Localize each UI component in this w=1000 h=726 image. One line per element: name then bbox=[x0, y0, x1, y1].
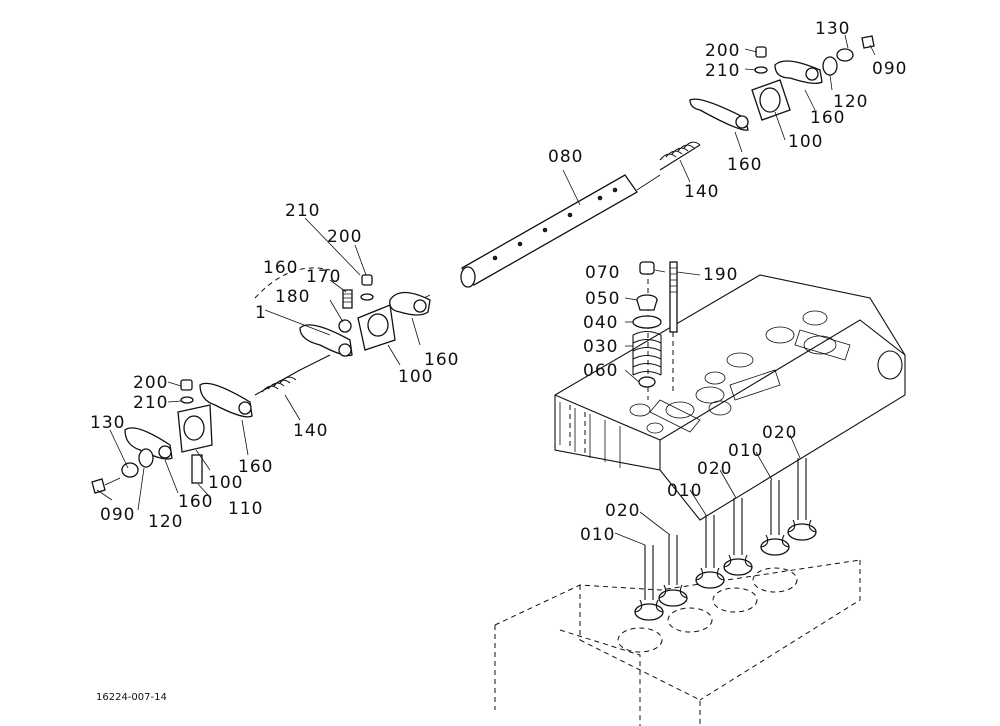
nut-200-middle bbox=[361, 274, 373, 286]
leader-lines bbox=[96, 34, 876, 546]
rocker-set-lower-left bbox=[91, 354, 331, 494]
engine-block bbox=[494, 559, 861, 726]
label-130-right: 130 bbox=[815, 19, 850, 39]
valve-010-b bbox=[695, 515, 725, 589]
label-160-left-2: 160 bbox=[178, 492, 213, 512]
rocker-arm-160-upper bbox=[689, 98, 749, 131]
bolt-090-upper bbox=[861, 35, 875, 49]
label-020-b: 020 bbox=[697, 459, 732, 479]
label-120-left: 120 bbox=[148, 512, 183, 532]
label-010-c: 010 bbox=[728, 441, 763, 461]
washer-130-lower bbox=[121, 462, 139, 478]
label-1: 1 bbox=[255, 303, 267, 323]
label-040: 040 bbox=[583, 313, 618, 333]
valve-spring-stack bbox=[632, 261, 678, 400]
spring-140-lower bbox=[261, 376, 297, 393]
label-200-left: 200 bbox=[133, 373, 168, 393]
label-100-left: 100 bbox=[208, 473, 243, 493]
washer-210-lower bbox=[180, 396, 194, 404]
label-160-right-2: 160 bbox=[727, 155, 762, 175]
stem-seal-060 bbox=[638, 376, 656, 388]
label-130-left: 130 bbox=[90, 413, 125, 433]
cylinder-head bbox=[554, 274, 906, 521]
label-200-middle: 200 bbox=[327, 227, 362, 247]
label-080: 080 bbox=[548, 147, 583, 167]
valve-020-a bbox=[658, 535, 688, 607]
label-180: 180 bbox=[275, 287, 310, 307]
label-050: 050 bbox=[585, 289, 620, 309]
valve-020-c bbox=[787, 458, 817, 541]
spring-seat-040 bbox=[632, 315, 662, 329]
pin-110 bbox=[191, 454, 203, 484]
nut-200-lower bbox=[180, 379, 193, 391]
washer-130-upper bbox=[836, 48, 854, 62]
label-100-right: 100 bbox=[788, 132, 823, 152]
label-010-b: 010 bbox=[667, 481, 702, 501]
label-210-middle: 210 bbox=[285, 201, 320, 221]
valve-010-c bbox=[760, 480, 790, 556]
stud-190 bbox=[669, 261, 678, 333]
label-090-right: 090 bbox=[872, 59, 907, 79]
washer-210-middle bbox=[360, 293, 374, 301]
label-110: 110 bbox=[228, 499, 263, 519]
label-160-left-1: 160 bbox=[238, 457, 273, 477]
label-210-left: 210 bbox=[133, 393, 168, 413]
nut-180 bbox=[338, 319, 352, 333]
nut-200-upper bbox=[755, 46, 767, 58]
valve-010-a bbox=[634, 545, 664, 621]
label-020-c: 020 bbox=[762, 423, 797, 443]
label-190: 190 bbox=[703, 265, 738, 285]
rocker-set-upper-right bbox=[659, 35, 875, 171]
label-030: 030 bbox=[583, 337, 618, 357]
label-200-right: 200 bbox=[705, 41, 740, 61]
label-100-middle: 100 bbox=[398, 367, 433, 387]
washer-120-upper bbox=[822, 56, 838, 76]
bolt-090-lower bbox=[91, 478, 106, 494]
spring-140-upper bbox=[659, 141, 701, 161]
label-170: 170 bbox=[306, 267, 341, 287]
label-210-right: 210 bbox=[705, 61, 740, 81]
label-020-a: 020 bbox=[605, 501, 640, 521]
label-060: 060 bbox=[583, 361, 618, 381]
label-010-a: 010 bbox=[580, 525, 615, 545]
valves bbox=[634, 458, 817, 621]
label-070: 070 bbox=[585, 263, 620, 283]
valve-cap-070 bbox=[639, 261, 655, 275]
figure-code: 16224-007-14 bbox=[96, 692, 167, 703]
label-160-middle-2: 160 bbox=[424, 350, 459, 370]
part-labels: 200 210 130 090 120 160 100 160 140 080 … bbox=[90, 19, 907, 703]
washer-120-lower bbox=[138, 448, 154, 468]
rocker-shaft-080 bbox=[409, 174, 661, 306]
label-160-right-1: 160 bbox=[810, 108, 845, 128]
label-140-right: 140 bbox=[684, 182, 719, 202]
washer-210-upper bbox=[754, 66, 768, 74]
label-090-left: 090 bbox=[100, 505, 135, 525]
label-140-left: 140 bbox=[293, 421, 328, 441]
label-120-right: 120 bbox=[833, 92, 868, 112]
valve-020-b bbox=[723, 498, 753, 576]
valve-spring-030 bbox=[632, 330, 662, 376]
pin-170 bbox=[342, 289, 353, 309]
label-160-middle-1: 160 bbox=[263, 258, 298, 278]
rocker-set-middle bbox=[254, 267, 431, 357]
